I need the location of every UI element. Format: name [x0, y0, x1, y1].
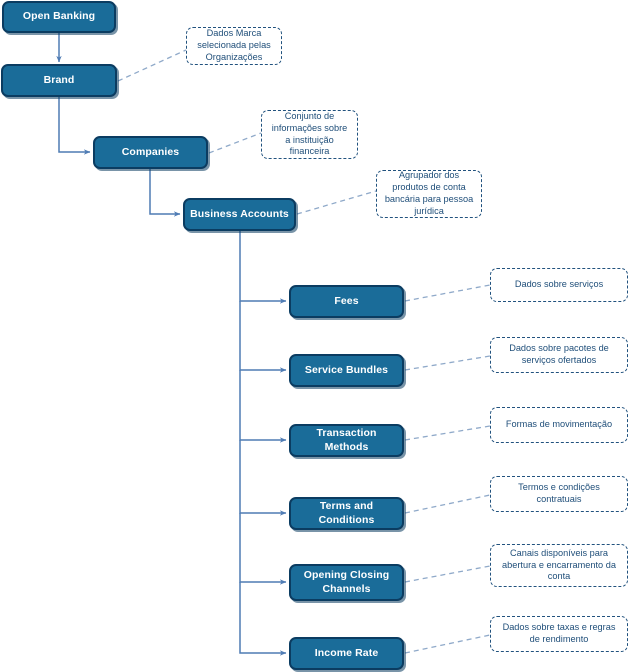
note-transaction-methods-label: Formas de movimentação [505, 419, 613, 430]
leader-business-accounts-note [296, 190, 377, 215]
hierarchy-connectors [56, 33, 287, 656]
node-transaction-methods-label: Transaction Methods [316, 427, 377, 453]
connector-brand-to-companies [58, 97, 91, 155]
note-fees: Dados sobre serviços [490, 268, 628, 302]
node-terms-and-conditions-label: Terms and Conditions [318, 500, 375, 526]
node-brand[interactable]: Brand [1, 64, 117, 97]
node-terms-and-conditions[interactable]: Terms and Conditions [289, 497, 404, 530]
node-open-banking[interactable]: Open Banking [2, 1, 116, 33]
leader-terms-and-conditions-note [404, 494, 491, 514]
note-opening-closing-channels-label: Canais disponíveis para abertura e encar… [502, 547, 616, 582]
note-income-rate: Dados sobre taxas e regras de rendimento [490, 616, 628, 652]
connector-ba-to-opening-closing-channels [239, 513, 287, 585]
leader-fees-note [404, 284, 491, 302]
connector-ba-to-terms-and-conditions [239, 440, 287, 516]
note-opening-closing-channels: Canais disponíveis para abertura e encar… [490, 544, 628, 587]
note-terms-and-conditions-label: Termos e condições contratuais [518, 482, 600, 504]
connector-ba-to-income-rate [239, 582, 287, 656]
connector-ba-to-fees [239, 231, 287, 304]
note-business-accounts: Agrupador dos produtos de conta bancária… [376, 170, 482, 218]
note-transaction-methods: Formas de movimentação [490, 407, 628, 443]
leader-income-rate-note [404, 634, 491, 654]
node-income-rate-label: Income Rate [314, 646, 379, 659]
connector-ba-to-service-bundles [239, 301, 287, 373]
node-fees-label: Fees [334, 294, 359, 307]
note-companies: Conjunto de informações sobre a institui… [261, 110, 358, 159]
note-service-bundles: Dados sobre pacotes de serviços ofertado… [490, 337, 628, 373]
node-income-rate[interactable]: Income Rate [289, 637, 404, 670]
node-companies[interactable]: Companies [93, 136, 208, 169]
note-fees-label: Dados sobre serviços [514, 279, 604, 290]
connector-companies-to-business-accounts [149, 169, 181, 217]
node-service-bundles[interactable]: Service Bundles [289, 354, 404, 387]
note-service-bundles-label: Dados sobre pacotes de serviços ofertado… [509, 343, 609, 365]
node-fees[interactable]: Fees [289, 285, 404, 318]
node-service-bundles-label: Service Bundles [304, 363, 389, 376]
note-brand: Dados Marca selecionada pelas Organizaçõ… [186, 27, 282, 65]
node-business-accounts[interactable]: Business Accounts [183, 198, 296, 231]
node-business-accounts-label: Business Accounts [190, 207, 289, 220]
leader-opening-closing-channels-note [404, 565, 491, 583]
note-terms-and-conditions: Termos e condições contratuais [490, 476, 628, 512]
node-brand-label: Brand [43, 73, 75, 86]
note-income-rate-label: Dados sobre taxas e regras de rendimento [502, 622, 616, 644]
node-open-banking-label: Open Banking [22, 10, 96, 23]
note-companies-label: Conjunto de informações sobre a institui… [271, 110, 348, 157]
leader-companies-note [208, 132, 262, 154]
node-transaction-methods[interactable]: Transaction Methods [289, 424, 404, 457]
note-brand-label: Dados Marca selecionada pelas Organizaçõ… [197, 28, 271, 62]
leader-transaction-methods-note [404, 425, 491, 441]
connector-ba-to-transaction-methods [239, 370, 287, 443]
leader-brand-note [117, 49, 187, 82]
leader-service-bundles-note [404, 355, 491, 371]
node-companies-label: Companies [121, 145, 180, 158]
note-business-accounts-label: Agrupador dos produtos de conta bancária… [384, 170, 474, 216]
